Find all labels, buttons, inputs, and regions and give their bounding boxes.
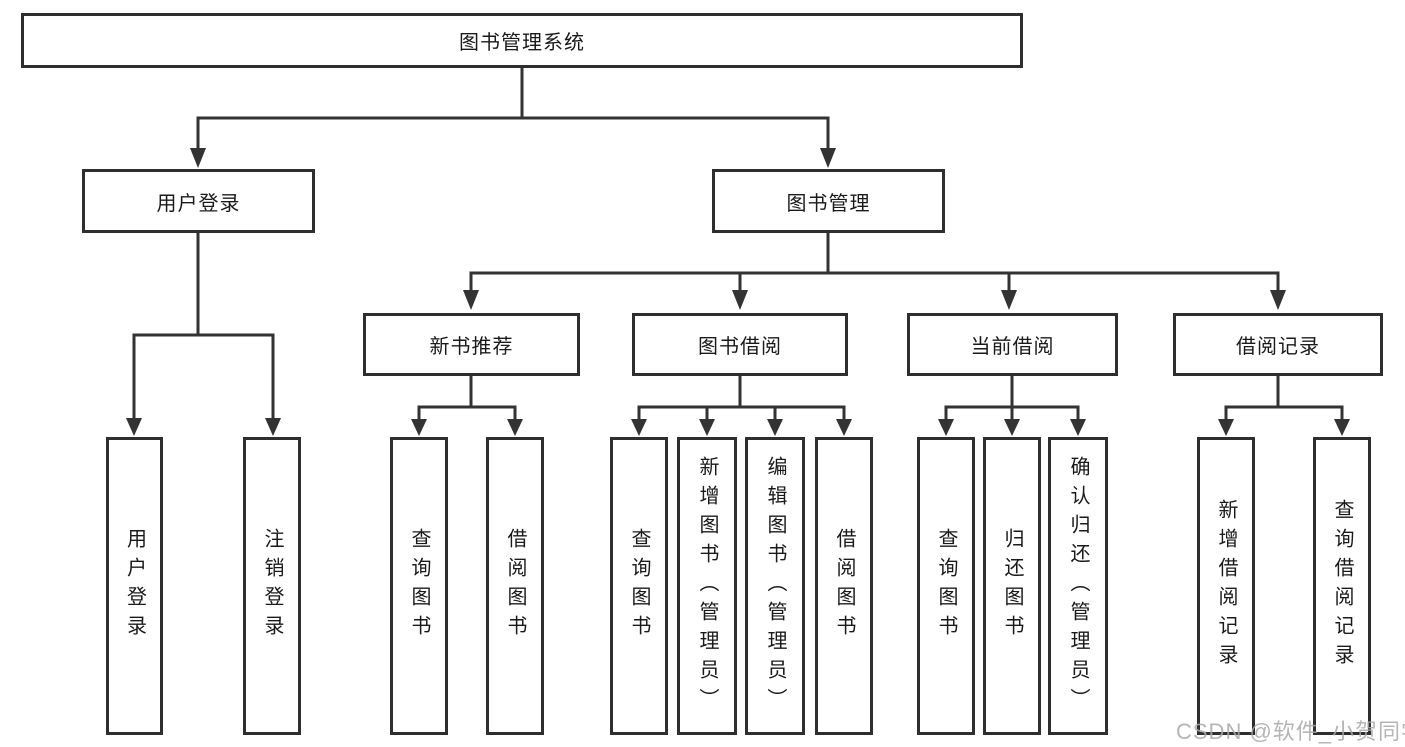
leaf-add-borrow-record-label: 新增借阅记录: [1215, 499, 1237, 673]
leaf-confirm-return-admin: 确认归还（管理员）: [1048, 437, 1108, 735]
leaf-borrow-borrow-books-label: 借阅图书: [833, 528, 855, 644]
node-book-borrow-label: 图书借阅: [698, 336, 782, 358]
leaf-newbook-query-books-label: 查询图书: [408, 528, 430, 644]
leaf-query-borrow-record: 查询借阅记录: [1313, 437, 1371, 735]
leaf-newbook-borrow-books-label: 借阅图书: [504, 528, 526, 644]
leaf-confirm-return-admin-label: 确认归还（管理员）: [1067, 455, 1089, 717]
leaf-return-books: 归还图书: [983, 437, 1041, 735]
node-current-borrow-label: 当前借阅: [970, 336, 1055, 358]
leaf-borrow-borrow-books: 借阅图书: [815, 437, 873, 735]
csdn-watermark: CSDN @软件_小贺同学: [1176, 719, 1405, 744]
leaf-edit-book-admin-label: 编辑图书（管理员）: [764, 455, 786, 717]
leaf-add-book-admin-label: 新增图书（管理员）: [696, 455, 718, 717]
node-root: 图书管理系统: [21, 13, 1023, 68]
leaf-borrow-query-books: 查询图书: [610, 437, 668, 735]
leaf-add-borrow-record: 新增借阅记录: [1197, 437, 1255, 735]
node-borrow-record-label: 借阅记录: [1236, 336, 1320, 358]
node-book-borrow: 图书借阅: [632, 313, 848, 376]
leaf-user-login-label: 用户登录: [123, 528, 146, 644]
leaf-edit-book-admin: 编辑图书（管理员）: [745, 437, 805, 735]
leaf-borrow-query-books-label: 查询图书: [628, 528, 650, 644]
leaf-logout: 注销登录: [243, 437, 301, 735]
leaf-query-borrow-record-label: 查询借阅记录: [1331, 499, 1353, 673]
node-user-login-label: 用户登录: [156, 192, 241, 215]
node-book-management: 图书管理: [712, 169, 945, 233]
leaf-add-book-admin: 新增图书（管理员）: [677, 437, 737, 735]
leaf-user-login: 用户登录: [106, 437, 163, 735]
leaf-current-query-books-label: 查询图书: [935, 528, 957, 644]
leaf-newbook-query-books: 查询图书: [390, 437, 448, 735]
leaf-current-query-books: 查询图书: [917, 437, 975, 735]
leaf-return-books-label: 归还图书: [1001, 528, 1023, 644]
node-borrow-record: 借阅记录: [1173, 313, 1383, 376]
leaf-logout-label: 注销登录: [261, 528, 283, 644]
node-root-label: 图书管理系统: [459, 32, 585, 54]
node-user-login: 用户登录: [82, 169, 315, 233]
node-new-book-recommend: 新书推荐: [363, 313, 580, 376]
node-current-borrow: 当前借阅: [907, 313, 1118, 376]
leaf-newbook-borrow-books: 借阅图书: [486, 437, 544, 735]
node-new-book-recommend-label: 新书推荐: [429, 336, 514, 358]
node-book-management-label: 图书管理: [786, 192, 871, 215]
